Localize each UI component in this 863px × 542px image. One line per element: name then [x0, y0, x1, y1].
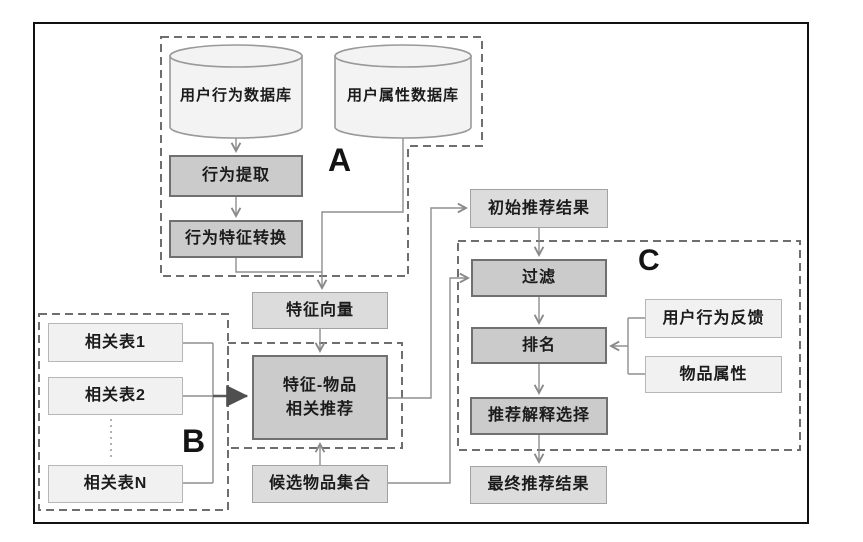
node-initial-results: 初始推荐结果 [470, 189, 608, 228]
outer-frame [33, 22, 809, 524]
connector-attrdb-to-featurevector [316, 138, 404, 290]
connector-featureitemrec-to-initialresults [388, 202, 468, 399]
section-c-outline [457, 240, 801, 451]
connector-convert-to-merge [235, 258, 322, 273]
cylinder-user-behavior-db-shape [169, 44, 303, 139]
node-item-attrs: 物品属性 [645, 356, 782, 393]
section-b-label: B [182, 423, 206, 459]
section-a-label: A [328, 142, 352, 178]
node-feature-item-rec: 特征-物品 相关推荐 [252, 355, 388, 440]
node-final-results: 最终推荐结果 [470, 466, 607, 504]
node-user-feedback: 用户行为反馈 [645, 299, 782, 338]
node-related-table-1: 相关表1 [48, 323, 183, 362]
cylinder-user-behavior-db-label: 用户行为数据库 [179, 87, 292, 104]
node-behavior-extract: 行为提取 [169, 155, 303, 197]
connector-candidates-to-filter [388, 272, 470, 484]
connector-feedback-collector [627, 317, 645, 375]
node-feature-vector: 特征向量 [252, 292, 388, 329]
node-ranking: 排名 [471, 327, 607, 364]
node-explanation-select: 推荐解释选择 [470, 397, 608, 435]
cylinder-user-attr-db-label: 用户属性数据库 [346, 87, 459, 104]
node-related-table-n: 相关表N [48, 465, 183, 503]
node-behavior-feature-convert: 行为特征转换 [169, 220, 303, 258]
cylinder-user-attr-db-shape [334, 44, 472, 139]
section-c-label: C [638, 244, 660, 277]
node-related-table-2: 相关表2 [48, 377, 183, 415]
connector-relatedtables-collector [183, 342, 214, 484]
node-candidate-items: 候选物品集合 [252, 465, 388, 503]
node-filter: 过滤 [471, 259, 607, 297]
